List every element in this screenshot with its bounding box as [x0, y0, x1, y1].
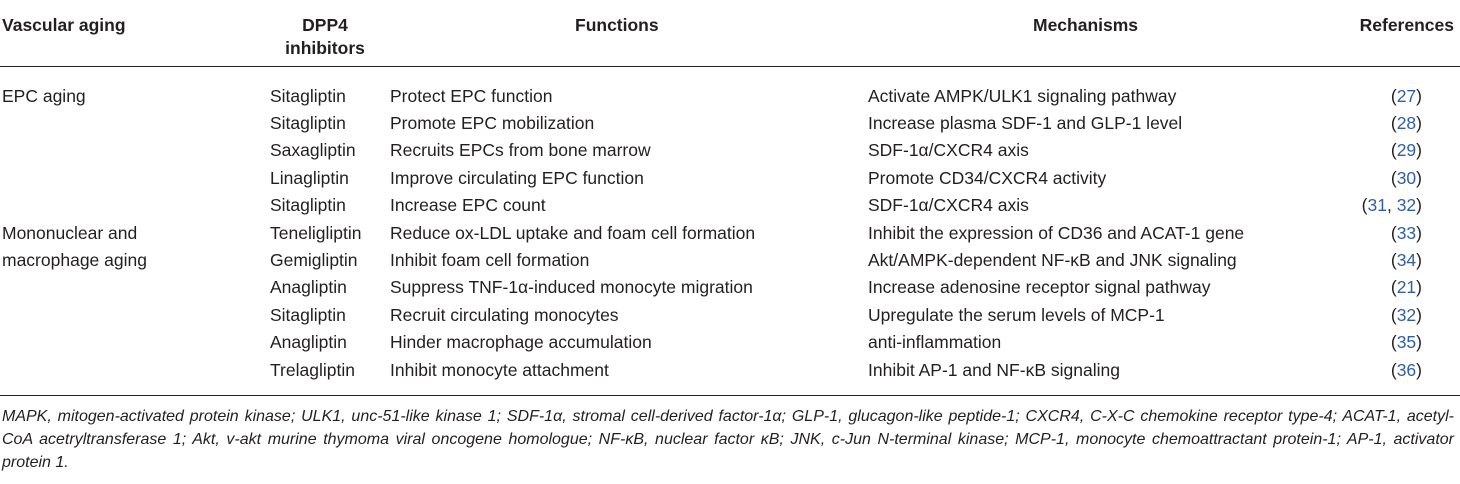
header-dpp4-line1: DPP4	[302, 15, 348, 35]
cell-function: Inhibit monocyte attachment	[390, 356, 868, 396]
cell-dpp4-inhibitor: Teneligliptin	[270, 222, 362, 243]
cell-references: (30)	[1390, 167, 1422, 188]
reference-link[interactable]: 27	[1396, 85, 1417, 106]
cell-references: (34)	[1390, 249, 1422, 270]
reference-link[interactable]: 36	[1396, 359, 1417, 380]
table-row: Anagliptin Suppress TNF-1α-induced monocy…	[0, 274, 1460, 301]
cell-function: Increase EPC count	[390, 195, 546, 216]
cell-mechanism: Increase adenosine receptor signal pathw…	[868, 277, 1211, 298]
cell-references: (32)	[1390, 304, 1422, 325]
header-functions: Functions	[390, 0, 868, 67]
cell-mechanism: Inhibit the expression of CD36 and ACAT-…	[868, 222, 1245, 243]
cell-function: Hinder macrophage accumulation	[390, 332, 652, 353]
reference-link[interactable]: 21	[1396, 277, 1417, 298]
cell-function: Improve circulating EPC function	[390, 167, 644, 188]
table-row: Linagliptin Improve circulating EPC funct…	[0, 165, 1460, 192]
cell-vascular-aging	[0, 302, 260, 329]
cell-mechanism: Promote CD34/CXCR4 activity	[868, 167, 1107, 188]
cell-references: (29)	[1390, 140, 1422, 161]
cell-mechanism: Upregulate the serum levels of MCP-1	[868, 304, 1165, 325]
cell-references: (35)	[1390, 332, 1422, 353]
table-row: Sitagliptin Promote EPC mobilization Incre…	[0, 110, 1460, 137]
cell-mechanism: anti-inflammation	[868, 332, 1002, 353]
cell-dpp4-inhibitor: Sitagliptin	[270, 85, 346, 106]
cell-mechanism: Akt/AMPK-dependent NF-κB and JNK signali…	[868, 249, 1237, 270]
cell-dpp4-inhibitor: Sitagliptin	[270, 304, 346, 325]
cell-function: Promote EPC mobilization	[390, 112, 595, 133]
header-row: Vascular aging DPP4 inhibitors Functions…	[0, 0, 1460, 67]
table-row: Mononuclear and Teneligliptin Reduce ox-LD…	[0, 220, 1460, 247]
table-row: Saxagliptin Recruits EPCs from bone marro…	[0, 137, 1460, 164]
cell-vascular-aging	[0, 192, 260, 219]
table-row: macrophage aging Gemigliptin Inhibit foam …	[0, 247, 1460, 274]
cell-dpp4-inhibitor: Sitagliptin	[270, 112, 346, 133]
reference-link[interactable]: 30	[1396, 167, 1417, 188]
table-row: Sitagliptin Recruit circulating monocytes…	[0, 302, 1460, 329]
cell-function: Reduce ox-LDL uptake and foam cell forma…	[390, 222, 756, 243]
cell-dpp4-inhibitor: Linagliptin	[270, 167, 349, 188]
reference-link[interactable]: 29	[1396, 140, 1417, 161]
cell-dpp4-inhibitor: Anagliptin	[270, 332, 347, 353]
cell-mechanism: Increase plasma SDF-1 and GLP-1 level	[868, 112, 1183, 133]
table-row: EPC aging Sitagliptin Protect EPC function…	[0, 66, 1460, 110]
cell-function: Recruit circulating monocytes	[390, 304, 619, 325]
cell-references: (27)	[1390, 85, 1422, 106]
header-references: References	[1358, 0, 1460, 67]
reference-link[interactable]: 35	[1396, 332, 1417, 353]
cell-dpp4-inhibitor: Gemigliptin	[270, 249, 358, 270]
cell-dpp4-inhibitor: Saxagliptin	[270, 140, 356, 161]
reference-link[interactable]: 31	[1367, 195, 1387, 216]
cell-references: (31, 32)	[1361, 195, 1422, 216]
cell-function: Recruits EPCs from bone marrow	[390, 140, 651, 161]
cell-dpp4-inhibitor: Sitagliptin	[270, 195, 346, 216]
cell-vascular-aging	[0, 356, 260, 396]
cell-vascular-aging	[0, 165, 260, 192]
cell-function: Suppress TNF-1α-induced monocyte migrati…	[390, 277, 753, 298]
cell-references: (33)	[1390, 222, 1422, 243]
cell-references: (36)	[1358, 356, 1460, 396]
reference-link[interactable]: 33	[1396, 222, 1417, 243]
cell-vascular-aging	[0, 329, 260, 356]
header-dpp4-line2: inhibitors	[285, 38, 365, 58]
cell-references: (28)	[1390, 112, 1422, 133]
cell-function: Protect EPC function	[390, 85, 553, 106]
cell-mechanism: Activate AMPK/ULK1 signaling pathway	[868, 85, 1177, 106]
cell-references: (21)	[1390, 277, 1422, 298]
header-dpp4-inhibitors: DPP4 inhibitors	[260, 0, 390, 67]
dpp4-inhibitor-table: Vascular aging DPP4 inhibitors Functions…	[0, 0, 1460, 396]
header-vascular-aging: Vascular aging	[0, 0, 260, 67]
cell-dpp4-inhibitor: Trelagliptin	[260, 356, 390, 396]
table-row: Sitagliptin Increase EPC count SDF-1α/CXCR…	[0, 192, 1460, 219]
table-row: Anagliptin Hinder macrophage accumulation…	[0, 329, 1460, 356]
reference-link[interactable]: 32	[1396, 304, 1417, 325]
cell-vascular-aging: macrophage aging	[2, 249, 147, 270]
cell-vascular-aging	[0, 274, 260, 301]
cell-vascular-aging	[0, 110, 260, 137]
cell-dpp4-inhibitor: Anagliptin	[270, 277, 347, 298]
table-footnote: MAPK, mitogen-activated protein kinase; …	[2, 408, 1454, 471]
cell-vascular-aging: Mononuclear and	[2, 222, 138, 243]
reference-link[interactable]: 28	[1396, 112, 1417, 133]
reference-link[interactable]: 34	[1396, 249, 1417, 270]
cell-vascular-aging	[0, 137, 260, 164]
cell-mechanism: SDF-1α/CXCR4 axis	[868, 140, 1029, 161]
cell-mechanism: SDF-1α/CXCR4 axis	[868, 195, 1029, 216]
cell-mechanism: Inhibit AP-1 and NF-κB signaling	[868, 356, 1358, 396]
reference-link[interactable]: 32	[1396, 195, 1417, 216]
cell-function: Inhibit foam cell formation	[390, 249, 590, 270]
cell-vascular-aging: EPC aging	[2, 85, 86, 106]
header-mechanisms: Mechanisms	[868, 0, 1358, 67]
